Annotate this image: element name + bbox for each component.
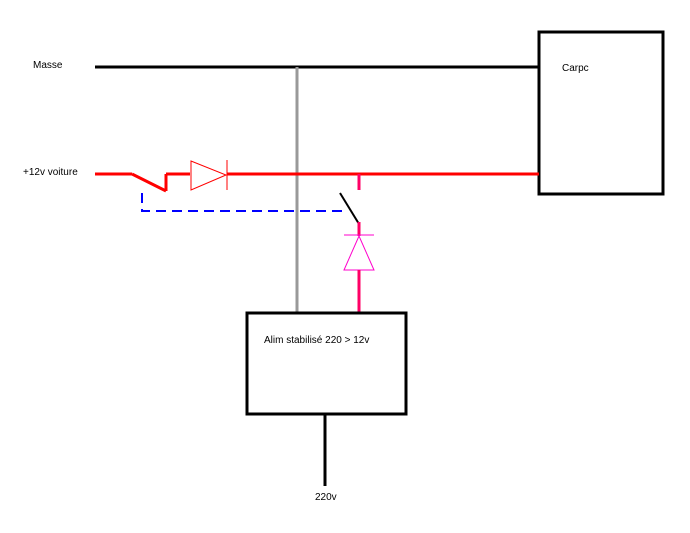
carpc-box bbox=[537, 30, 665, 196]
label-220v: 220v bbox=[315, 492, 337, 503]
diode-main-icon bbox=[190, 160, 228, 191]
alim-box bbox=[245, 311, 408, 416]
relay-link-dashed bbox=[141, 193, 345, 212]
switch-main-icon bbox=[131, 172, 190, 193]
label-carpc: Carpc bbox=[562, 63, 589, 74]
switch-alim-icon bbox=[339, 192, 360, 225]
label-plus12v: +12v voiture bbox=[23, 167, 78, 178]
diode-alim-icon bbox=[343, 234, 375, 271]
label-alim: Alim stabilisé 220 > 12v bbox=[264, 335, 370, 346]
label-masse: Masse bbox=[33, 60, 63, 71]
